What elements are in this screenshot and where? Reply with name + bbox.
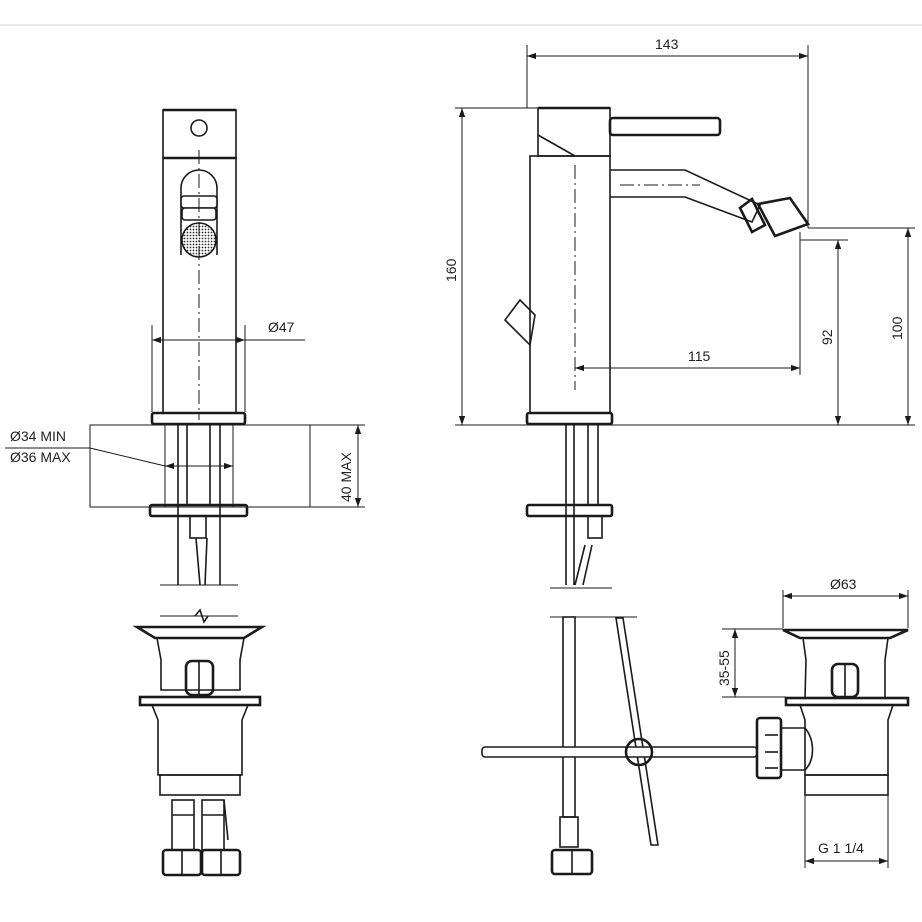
front-hoses [161,799,242,877]
front-base-plate [150,411,247,426]
handle-hole-icon [190,119,208,137]
dim-outlet-100: 100 [889,316,905,340]
popup-knob [503,298,536,347]
dim-deck-thickness: 40 MAX [338,452,354,502]
dim-waste-range: 35-55 [716,650,732,686]
side-base-plate [525,411,614,426]
side-lever [608,116,722,137]
waste-nut [755,716,783,780]
side-cap [537,107,611,157]
dim-waste-diameter: Ø63 [830,576,857,592]
dim-front-diameter: Ø47 [268,319,295,335]
dim-spout-reach: 115 [688,348,711,364]
ball-joint [624,737,654,767]
dim-overall-height: 160 [443,258,459,282]
dim-hole-max: Ø36 MAX [10,449,71,465]
popup-rod [615,617,659,846]
horizontal-rod [481,746,758,758]
top-bar [0,0,922,26]
side-fixing-washer [525,503,614,518]
side-waste [755,628,910,796]
countertop-right [232,424,311,508]
dim-waste-thread: G 1 1/4 [818,840,864,856]
side-nozzle [756,196,811,238]
dim-overall-length: 143 [655,36,679,52]
front-waste [132,625,267,877]
countertop-left [89,424,166,508]
dim-hole-min: Ø34 MIN [10,428,66,444]
front-view: Ø47 Ø34 MIN Ø36 MAX 40 MAX [5,108,365,877]
side-body [529,155,611,414]
side-view: 143 160 115 92 100 [443,36,915,876]
side-hose [562,616,576,818]
side-spout [610,169,762,224]
dim-outlet-92: 92 [819,329,835,345]
